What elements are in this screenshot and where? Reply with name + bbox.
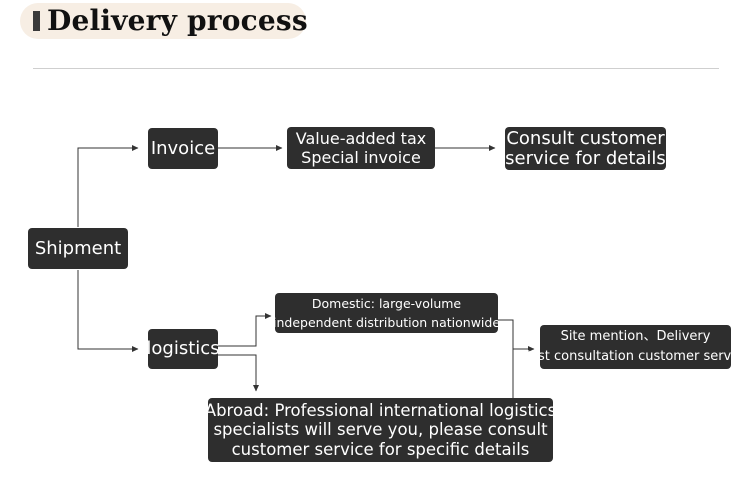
header-divider (33, 68, 719, 69)
connector-domestic-site (498, 319, 514, 398)
abroad-logistics-node: Abroad: Professional international logis… (205, 398, 556, 462)
domestic-distribution-node: Domestic: large-volume independent distr… (273, 293, 500, 333)
title-pill (20, 3, 306, 39)
page-title: Delivery process (47, 4, 308, 37)
title-accent-bar (33, 11, 40, 31)
connector-logistics-domestic (218, 313, 272, 347)
connector-shipment-logistics (77, 270, 139, 352)
consult-customer-service-node: Consult customer service for details (505, 127, 666, 170)
logistics-node: logistics (146, 329, 220, 369)
invoice-node: Invoice (148, 128, 218, 169)
connector-shipment-invoice (77, 145, 139, 227)
connector-logistics-abroad (218, 354, 259, 392)
shipment-node: Shipment (28, 228, 128, 269)
site-delivery-node: Site mention、Delivery Cost consultation … (521, 325, 750, 369)
vat-special-invoice-node: Value-added tax Special invoice (287, 127, 435, 169)
